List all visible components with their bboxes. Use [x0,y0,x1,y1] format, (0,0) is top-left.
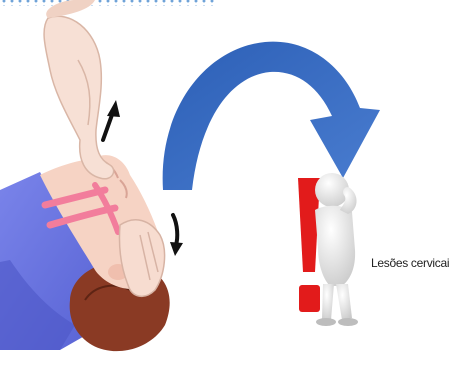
push-arrow-icon [170,215,183,256]
hand-illustration [44,0,114,179]
thinking-figure-illustration [315,173,358,326]
curved-arrow-icon [163,42,380,190]
exclamation-mark-icon [298,178,320,312]
cervical-injuries-caption: Lesões cervicais [371,256,449,270]
lift-arrow-icon [103,100,120,140]
